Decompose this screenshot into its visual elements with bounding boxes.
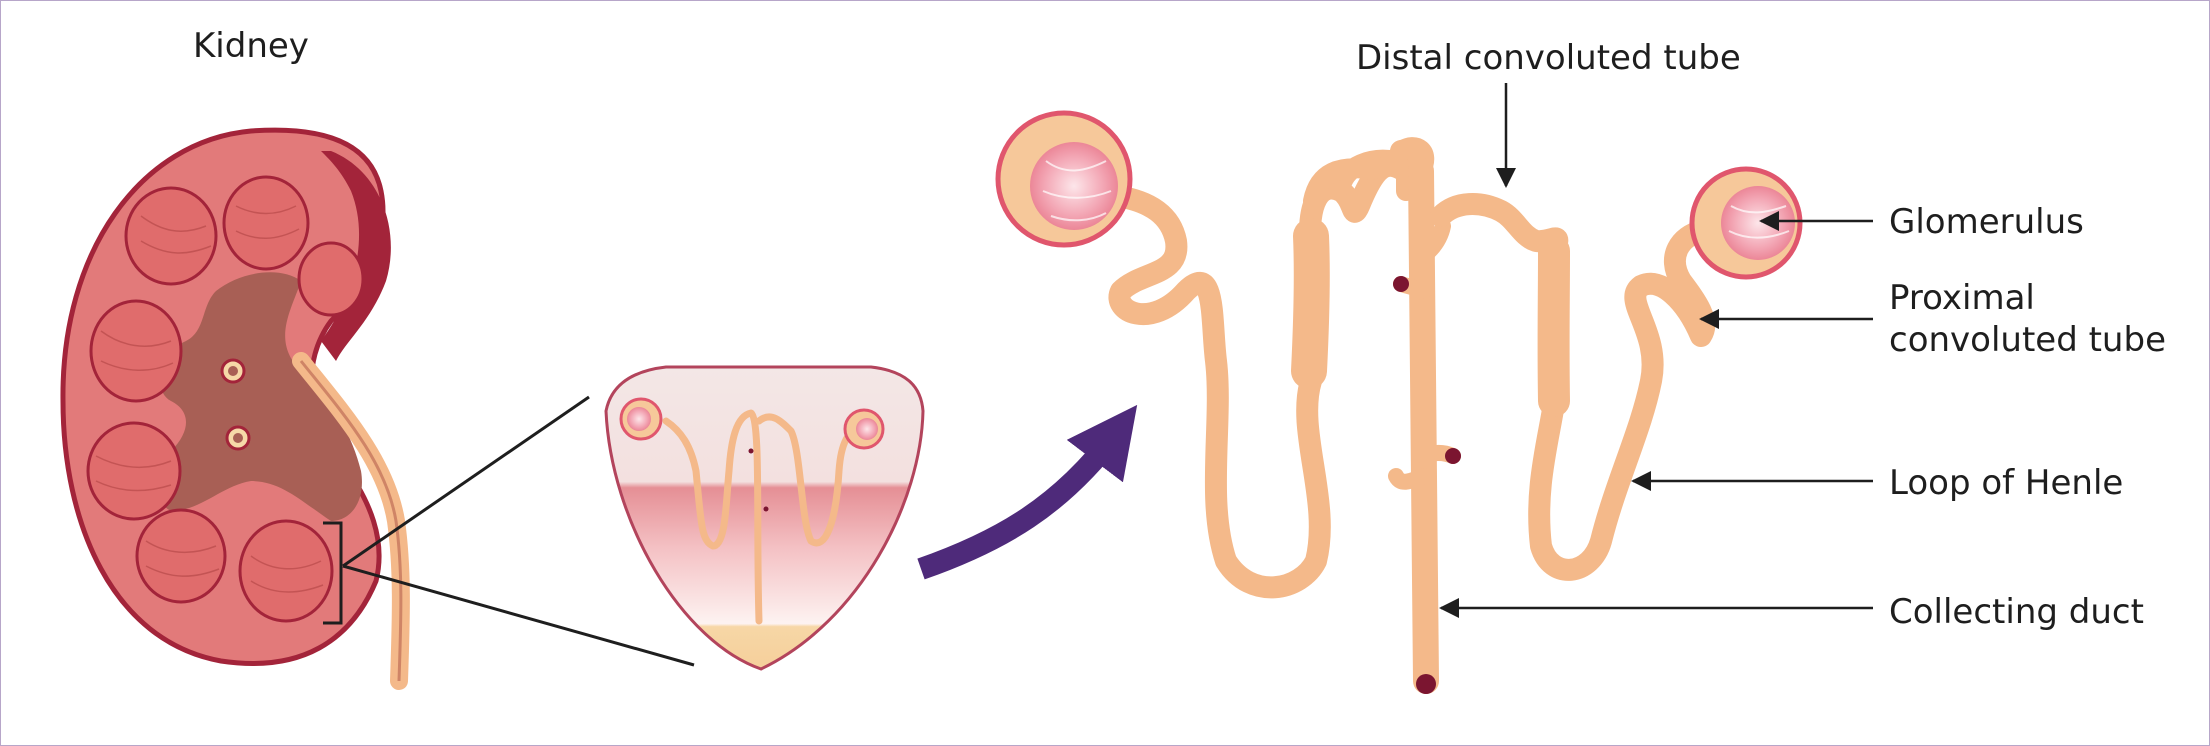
mini-duct-dot <box>763 506 769 512</box>
loop-thin-left <box>1291 218 1330 389</box>
kidney-title: Kidney <box>193 26 309 66</box>
duct-opening <box>1393 276 1409 292</box>
pyramid <box>89 299 183 403</box>
ureter-edge <box>299 360 403 682</box>
glomerulus-texture <box>1728 205 1790 239</box>
pyramid <box>135 508 227 604</box>
distal-tubule-upper <box>1303 137 1435 211</box>
pyramid <box>86 421 182 521</box>
label-loop: Loop of Henle <box>1889 463 2123 503</box>
tubule-right <box>1430 193 1716 581</box>
pyramid <box>297 241 365 317</box>
nephron-detail <box>995 110 1803 694</box>
renal-pyramids <box>86 175 365 623</box>
renal-vessel-lumen <box>228 366 238 376</box>
label-distal: Distal convoluted tube <box>1356 38 1741 78</box>
mini-glomerulus-core <box>627 407 651 431</box>
duct-outlet <box>1416 674 1436 694</box>
renal-pelvis <box>156 272 362 521</box>
glomerulus-texture <box>1042 160 1112 222</box>
label-proximal-line1: Proximal <box>1889 278 2035 318</box>
glomerulus-core <box>1721 186 1795 260</box>
pyramid <box>124 186 218 286</box>
renal-vessel-lumen <box>233 433 243 443</box>
kidney-rim <box>321 151 391 361</box>
collecting-branch <box>1416 218 1451 264</box>
zoom-arrow <box>917 404 1138 580</box>
zoom-line-lower <box>342 564 695 667</box>
pyramid-striations <box>95 205 324 593</box>
label-glomerulus: Glomerulus <box>1889 202 2084 242</box>
glomerulus-left <box>995 110 1133 248</box>
kidney-cross-section <box>60 127 410 690</box>
pyramid <box>222 175 310 271</box>
medulla-section <box>604 365 925 671</box>
mini-glomerulus-core <box>856 418 878 440</box>
pyramid <box>238 519 334 623</box>
label-collecting: Collecting duct <box>1889 592 2144 632</box>
mini-nephron <box>662 409 865 625</box>
glomerulus-right <box>1689 166 1803 280</box>
mini-duct-dot <box>748 448 754 454</box>
collecting-branch <box>1388 468 1432 490</box>
selection-bracket <box>323 521 343 625</box>
label-proximal-line2: convoluted tube <box>1889 320 2166 360</box>
duct-opening <box>1445 448 1461 464</box>
glomerulus-core <box>1030 142 1118 230</box>
zoom-line-upper <box>342 395 590 568</box>
tubule-left <box>1105 140 1420 599</box>
